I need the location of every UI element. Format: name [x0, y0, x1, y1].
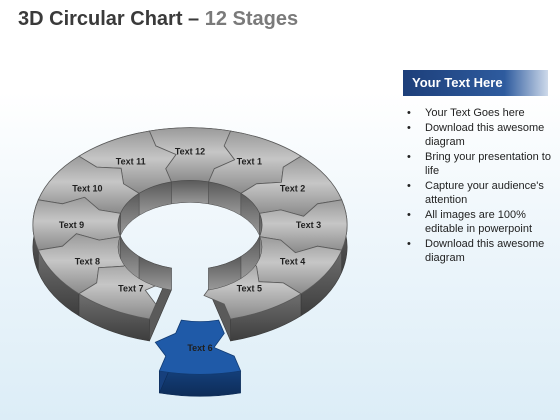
- title-sub: 12 Stages: [204, 8, 299, 30]
- page-title: 3D Circular Chart – 12 Stages: [18, 8, 298, 31]
- highlight-top: [154, 319, 242, 375]
- segment-inner-wall: [120, 236, 140, 280]
- segment-inner-wall: [117, 213, 121, 259]
- bullet-dot: •: [407, 237, 411, 250]
- bullet-item: • Your Text Goes here: [407, 106, 552, 121]
- bullet-text: Your Text Goes here: [425, 107, 525, 119]
- bullet-dot: •: [407, 179, 411, 192]
- segment-label: Text 4: [280, 257, 305, 267]
- bullet-list: • Your Text Goes here • Download this aweso…: [407, 106, 552, 266]
- highlight-side: [159, 370, 241, 397]
- bullet-text: Download this awesome diagram: [425, 121, 545, 149]
- segment-inner-wall: [171, 180, 209, 205]
- circular-chart: Text 6 Text 1 Text 2 Text 3 Text 4 Text 5 Text…: [32, 127, 348, 397]
- bullet-dot: •: [407, 208, 411, 221]
- bullet-text: Bring your presentation to life: [425, 150, 551, 178]
- title-dash: –: [182, 8, 205, 30]
- segment-label-highlight: Text 6: [187, 343, 212, 353]
- bullet-text: All images are 100% editable in powerpoi…: [425, 208, 533, 236]
- bullet-text: Capture your audience's attention: [425, 179, 544, 207]
- bullet-text: Download this awesome diagram: [425, 237, 545, 265]
- bullet-dot: •: [407, 150, 411, 163]
- ring-segments: [32, 127, 348, 320]
- segment-label: Text 9: [59, 220, 84, 230]
- segment-label: Text 3: [296, 220, 321, 230]
- segment-label: Text 10: [72, 183, 102, 193]
- bullet-item: • Download this awesome diagram: [407, 121, 552, 150]
- highlight-segment: [154, 319, 242, 397]
- bullet-item: • Capture your audience's attention: [407, 179, 552, 208]
- segment-inner-wall: [208, 256, 242, 291]
- title-main: 3D Circular Chart: [18, 8, 183, 30]
- segment-label: Text 12: [175, 147, 205, 157]
- segment-label: Text 1: [237, 156, 262, 166]
- bullet-dot: •: [407, 107, 411, 119]
- ring-inner-wall: [117, 180, 263, 291]
- segment-label: Text 5: [237, 284, 262, 294]
- segment-labels: Text 6 Text 1 Text 2 Text 3 Text 4 Text 5 Text…: [59, 147, 321, 354]
- segment-label: Text 7: [118, 284, 143, 294]
- segment-label: Text 11: [116, 156, 146, 166]
- bullet-item: • Download this awesome diagram: [407, 237, 552, 266]
- segment-inner-wall: [138, 256, 172, 291]
- highlight-segment-shape: [154, 319, 242, 397]
- segment-inner-wall: [120, 192, 140, 236]
- bullet-dot: •: [407, 121, 411, 134]
- segment-inner-wall: [138, 181, 172, 216]
- segment-label: Text 2: [280, 183, 305, 193]
- bullet-item: • All images are 100% editable in powerpo…: [407, 208, 552, 237]
- segment-label: Text 8: [75, 257, 100, 267]
- panel-header: Your Text Here: [403, 70, 548, 96]
- bullet-item: • Bring your presentation to life: [407, 150, 552, 179]
